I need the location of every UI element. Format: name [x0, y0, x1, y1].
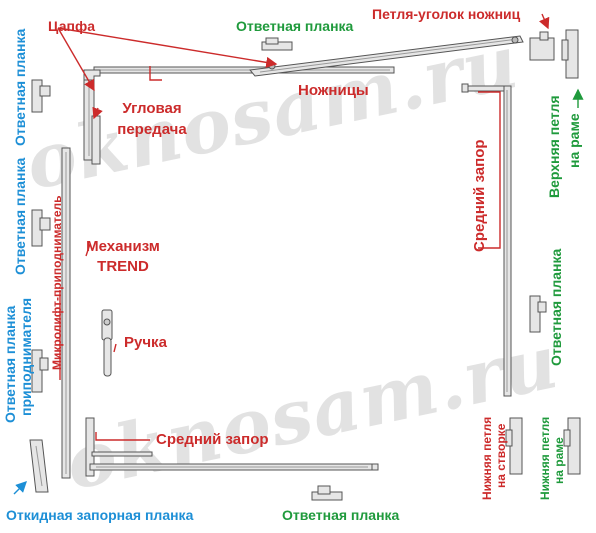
label-top-frame-hinge-2: на раме [566, 113, 582, 168]
top-frame-hinge-icon [561, 29, 579, 79]
label-handle: Ручка [124, 334, 167, 351]
label-strike-plate-right: Ответная планка [548, 248, 564, 366]
label-lift-strike-plate-1: Ответная планка [2, 305, 18, 423]
label-microlift: Микролифт-приподниматель [50, 195, 64, 370]
label-scissors: Ножницы [298, 82, 369, 99]
label-tsapfa: Цапфа [48, 18, 96, 34]
label-lift-strike-plate-2: приподнимателя [18, 297, 34, 416]
label-mechanism-1: Механизм [86, 238, 160, 255]
label-bottom-sash-hinge-1: Нижняя петля [480, 416, 494, 500]
label-bottom-sash-hinge-2: на створке [494, 423, 508, 488]
label-strike-plate-left-2: Ответная планка [12, 157, 28, 275]
label-strike-plate-left-1: Ответная планка [12, 28, 28, 146]
strike-plate-right-icon [529, 295, 547, 333]
tilt-strike-plate-icon [29, 439, 49, 493]
bottom-sash-hinge-icon [505, 417, 523, 475]
right-rail [461, 83, 512, 397]
tilt-plate-arrow-icon [13, 481, 27, 495]
label-tilt-strike-plate: Откидная запорная планка [6, 507, 194, 523]
label-bottom-frame-hinge-1: Нижняя петля [538, 416, 552, 500]
bottom-rail [89, 451, 379, 471]
red-callouts [57, 13, 550, 441]
label-middle-lock-right: Средний запор [471, 139, 488, 252]
strike-plate-bottom-icon [311, 485, 343, 501]
label-mechanism-2: TREND [97, 258, 149, 275]
label-strike-plate-bottom: Ответная планка [282, 507, 400, 523]
label-scissor-corner-hinge: Петля-уголок ножниц [372, 6, 521, 22]
strike-plate-left1-icon [31, 79, 51, 113]
label-corner-drive-2: передача [117, 121, 187, 138]
label-bottom-frame-hinge-2: на раме [552, 437, 566, 484]
label-corner-drive-1: Угловая [122, 100, 182, 117]
label-strike-plate-top: Ответная планка [236, 18, 354, 34]
handle-icon [101, 309, 113, 377]
scissor-corner-hinge-icon [529, 31, 555, 61]
strike-plate-left2-icon [31, 209, 51, 247]
bottom-frame-hinge-icon [563, 417, 581, 475]
label-middle-lock-bottom: Средний запор [156, 431, 269, 448]
strike-plate-top-icon [261, 37, 293, 51]
left-rail [61, 69, 101, 479]
lift-strike-plate-icon [31, 349, 49, 393]
scissors-rail [93, 35, 524, 77]
label-top-frame-hinge-1: Верхняя петля [546, 95, 562, 198]
